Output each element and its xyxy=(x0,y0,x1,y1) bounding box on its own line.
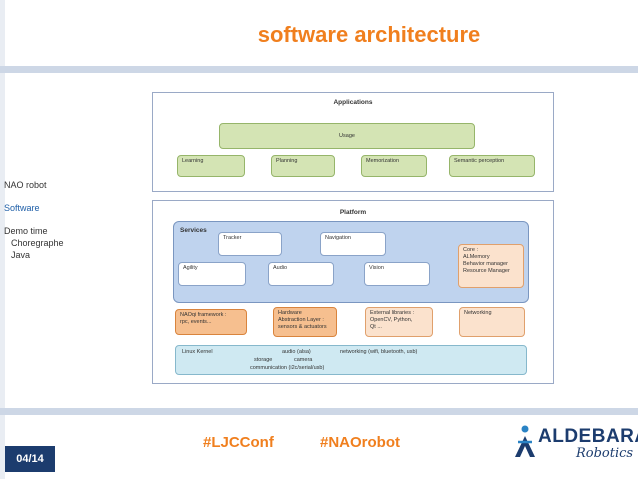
usage-box: Usage xyxy=(219,123,475,149)
aldebaran-logo-text: ALDEBARAN xyxy=(538,426,638,447)
platform-frame: Platform Services Tracker Navigation Agi… xyxy=(152,200,554,384)
hardware-abstraction-box: Hardware Abstraction Layer : sensors & a… xyxy=(273,307,337,337)
vision-box: Vision xyxy=(364,262,430,286)
menu-item-nao-robot[interactable]: NAO robot xyxy=(4,180,47,190)
page-number: 04/14 xyxy=(5,446,55,472)
applications-frame: Applications Usage Learning Planning Mem… xyxy=(152,92,554,192)
linux-storage-label: storage xyxy=(254,357,273,363)
aldebaran-logo-subtitle: Robotics xyxy=(576,446,634,461)
menu-item-demo-time[interactable]: Demo time xyxy=(4,226,48,236)
naoqi-framework-box: NAOqi framework : rpc, events... xyxy=(175,309,247,335)
platform-label: Platform xyxy=(339,209,367,216)
core-box: Core : ALMemory Behavior manager Resourc… xyxy=(458,244,524,288)
menu-item-software[interactable]: Software xyxy=(4,203,40,213)
services-label: Services xyxy=(180,227,207,234)
core-almemory: ALMemory xyxy=(463,254,490,260)
tracker-box: Tracker xyxy=(218,232,282,256)
semantic-perception-box: Semantic perception xyxy=(449,155,535,177)
core-resource-manager: Resource Manager xyxy=(463,268,510,274)
agility-box: Agility xyxy=(178,262,246,286)
services-panel: Services Tracker Navigation Agility Audi… xyxy=(173,221,529,303)
linux-network-label: networking (wifi, bluetooth, usb) xyxy=(340,349,418,355)
aldebaran-logo-icon xyxy=(515,425,535,457)
header-divider xyxy=(0,66,638,73)
menu-item-java[interactable]: Java xyxy=(11,250,31,260)
footer-divider xyxy=(0,408,638,415)
hashtag-naorobot: #NAOrobot xyxy=(320,434,400,451)
linux-camera-label: camera xyxy=(294,357,313,363)
architecture-diagram: Applications Usage Learning Planning Mem… xyxy=(150,90,556,384)
external-libraries-box: External libraries : OpenCV, Python, Qt … xyxy=(365,307,433,337)
networking-box: Networking xyxy=(459,307,525,337)
planning-box: Planning xyxy=(271,155,335,177)
core-behavior-manager: Behavior manager xyxy=(463,261,508,267)
left-edge xyxy=(0,0,5,479)
slide-title: software architecture xyxy=(257,22,481,47)
navigation-box: Navigation xyxy=(320,232,386,256)
audio-box: Audio xyxy=(268,262,334,286)
linux-kernel-box: Linux Kernel audio (alsa) networking (wi… xyxy=(175,345,527,375)
core-title: Core : xyxy=(463,247,478,253)
applications-label: Applications xyxy=(333,99,373,106)
linux-kernel-label: Linux Kernel xyxy=(182,349,213,355)
memorization-box: Memorization xyxy=(361,155,427,177)
menu-item-choregraphe[interactable]: Choregraphe xyxy=(11,238,64,248)
hashtag-ljcconf: #LJCConf xyxy=(203,434,274,451)
linux-comm-label: communication (i2c/serial/usb) xyxy=(250,365,325,371)
linux-audio-label: audio (alsa) xyxy=(282,349,311,355)
learning-box: Learning xyxy=(177,155,245,177)
